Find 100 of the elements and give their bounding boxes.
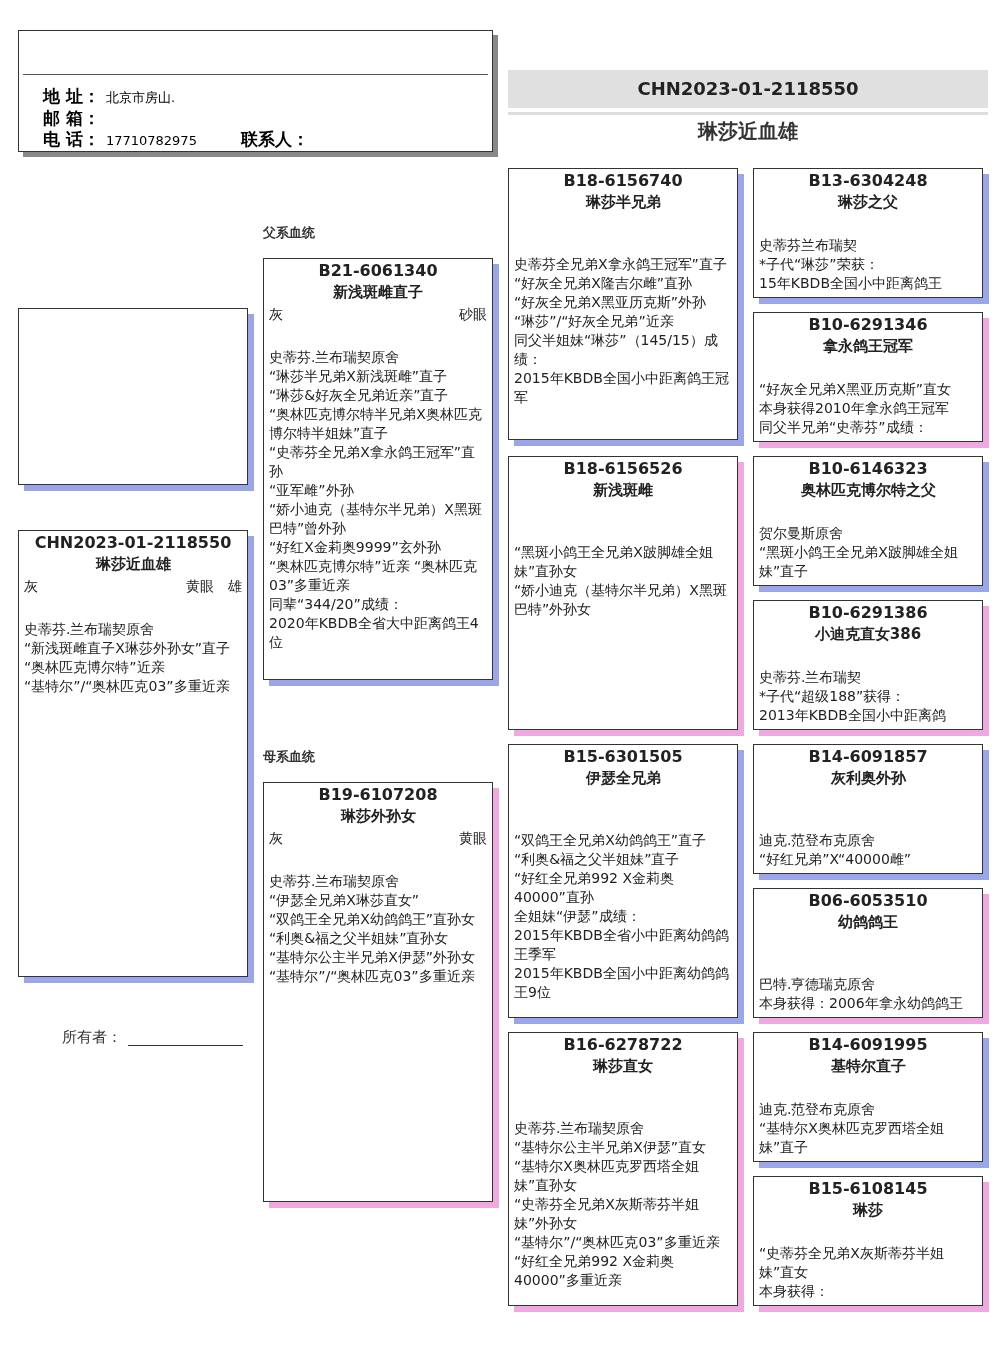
ring-number: CHN2023-01-2118550 <box>33 533 233 553</box>
section-label: 父系血统 <box>263 224 315 242</box>
pedigree-note: “奥林匹克博尔特”近亲 <box>24 658 166 677</box>
bird-name: 幼鸽鸽王 <box>837 912 899 933</box>
pedigree-note: 本身获得2010年拿永鸽王冠军 <box>759 399 950 418</box>
pedigree-note: “好灰全兄弟X黑亚历克斯”直女 <box>759 380 953 399</box>
pedigree-note: 2015年KBDB全国小中距离幼鸽鸽王9位 <box>514 964 730 1002</box>
ring-number: B10-6146323 <box>807 459 929 479</box>
ring-number: B14-6091995 <box>807 1035 929 1055</box>
pedigree-note: “奥林匹克博尔特”近亲 “奥林匹克03”多重近亲 <box>269 557 479 595</box>
pedigree-note: 本身获得：2006年拿永幼鸽鸽王 <box>759 994 964 1013</box>
pedigree-note: 史蒂芬.兰布瑞契原舍 <box>24 620 156 639</box>
pedigree-note: 同父半姐妹“琳莎”（145/15）成绩： <box>514 331 719 369</box>
pedigree-note: 贺尔曼斯原舍 <box>759 524 844 543</box>
pedigree-note: “奥林匹克博尔特半兄弟X奥林匹克博尔特半姐妹”直子 <box>269 405 483 443</box>
ring-number: B13-6304248 <box>807 171 929 191</box>
pedigree-note: 2013年KBDB全国小中距离鸽 <box>759 706 947 725</box>
pedigree-note: “史蒂芬全兄弟X灰斯蒂芬半姐妹”外孙女 <box>514 1195 700 1233</box>
bird-name: 琳莎 <box>851 1200 884 1221</box>
pedigree-note: “琳莎”/“好灰全兄弟”近亲 <box>514 312 675 331</box>
owner-label: 所有者： <box>62 1028 122 1047</box>
pedigree-note: “好红全兄弟992 X金莉奥40000”直孙 <box>514 869 675 907</box>
pedigree-note: “亚军雌”外孙 <box>269 481 355 500</box>
feather-color: 灰 <box>269 305 283 324</box>
pedigree-note: “利奥&福之父半姐妹”直子 <box>514 850 681 869</box>
pedigree-note: “双鸽王全兄弟X幼鸽鸽王”直子 <box>514 831 708 850</box>
ring-number: B16-6278722 <box>562 1035 684 1055</box>
feather-color: 灰 <box>269 829 283 848</box>
pedigree-note: 15年KBDB全国小中距离鸽王 <box>759 274 943 293</box>
pedigree-note: “基特尔X奥林匹克罗西塔全姐妹”直子 <box>759 1119 945 1157</box>
pedigree-note: “娇小迪克（基特尔半兄弟）X黑斑巴特”外孙女 <box>514 581 728 619</box>
bird-name: 新浅斑雌 <box>592 480 654 501</box>
pedigree-note: 迪克.范登布克原舍 <box>759 1100 877 1119</box>
pedigree-note: “好灰全兄弟X隆吉尔雌”直孙 <box>514 274 694 293</box>
field-value: 17710782975 <box>105 133 197 148</box>
pedigree-note: 史蒂芬兰布瑞契 <box>759 236 858 255</box>
bird-name: 伊瑟全兄弟 <box>584 768 662 789</box>
bird-name: 基特尔直子 <box>829 1056 907 1077</box>
field-label: 邮 箱： <box>43 107 100 130</box>
pedigree-note: *子代“琳莎”荣获： <box>759 255 880 274</box>
trait-text: 黄眼 <box>459 829 487 848</box>
pedigree-note: “基特尔公主半兄弟X伊瑟”直女 <box>514 1138 708 1157</box>
trait-text: 黄眼 <box>186 577 214 596</box>
subtitle: 琳莎近血雄 <box>696 118 799 145</box>
ring-number: B19-6107208 <box>317 785 439 805</box>
pedigree-note: “黑斑小鸽王全兄弟X跛脚雄全姐妹”直子 <box>759 543 959 581</box>
bird-name: 小迪克直女386 <box>813 624 923 645</box>
pedigree-note: “基特尔公主半兄弟X伊瑟”外孙女 <box>269 948 477 967</box>
pedigree-note: “基特尔”/“奥林匹克03”多重近亲 <box>269 967 476 986</box>
pedigree-note: 巴特.亨德瑞克原舍 <box>759 975 877 994</box>
bird-name: 新浅斑雌直子 <box>332 282 424 303</box>
pedigree-note: “黑斑小鸽王全兄弟X跛脚雄全姐妹”直孙女 <box>514 543 714 581</box>
bird-name: 奥林匹克博尔特之父 <box>799 480 937 501</box>
pedigree-note: 同父半兄弟“史蒂芬”成绩： <box>759 418 929 437</box>
bird-name: 灰利奥外孙 <box>829 768 907 789</box>
pedigree-note: “琳莎半兄弟X新浅斑雌”直子 <box>269 367 449 386</box>
ring-number: B10-6291386 <box>807 603 929 623</box>
pedigree-note: “基特尔”/“奥林匹克03”多重近亲 <box>514 1233 721 1252</box>
pedigree-note: “娇小迪克（基特尔半兄弟）X黑斑巴特”曾外孙 <box>269 500 483 538</box>
pedigree-note: “好红X金莉奥9999”玄外孙 <box>269 538 442 557</box>
ring-number: B15-6301505 <box>562 747 684 767</box>
feather-color: 灰 <box>24 577 38 596</box>
field-label: 电 话： <box>43 128 100 151</box>
pedigree-note: “史蒂芬全兄弟X拿永鸽王冠军”直孙 <box>269 443 477 481</box>
trait-text: 砂眼 <box>459 305 487 324</box>
pedigree-note: “新浅斑雌直子X琳莎外孙女”直子 <box>24 639 232 658</box>
ring-number: B18-6156526 <box>562 459 684 479</box>
pedigree-note: 史蒂芬.兰布瑞契 <box>759 668 863 687</box>
pedigree-note: 迪克.范登布克原舍 <box>759 831 877 850</box>
field-label: 地 址： <box>43 85 100 108</box>
pedigree-note: 史蒂芬.兰布瑞契原舍 <box>269 872 401 891</box>
pedigree-note: 2020年KBDB全省大中距离鸽王4位 <box>269 614 480 652</box>
pedigree-note: 本身获得： <box>759 1282 830 1301</box>
bird-name: 琳莎外孙女 <box>339 806 417 827</box>
ring-number: B10-6291346 <box>807 315 929 335</box>
pedigree-note: 史蒂芬.兰布瑞契原舍 <box>514 1119 646 1138</box>
pedigree-note: 同辈“344/20”成绩： <box>269 595 404 614</box>
pedigree-note: “琳莎&好灰全兄弟近亲”直子 <box>269 386 450 405</box>
field-label: 联系人： <box>240 128 309 151</box>
pedigree-note: 史蒂芬全兄弟X拿永鸽王冠军”直子 <box>514 255 728 274</box>
bird-name: 琳莎直女 <box>591 1056 654 1077</box>
trait-text: 雄 <box>228 577 242 596</box>
pedigree-note: “好红兄弟”X“40000雌” <box>759 850 913 869</box>
pedigree-note: “双鸽王全兄弟X幼鸽鸽王”直孙女 <box>269 910 477 929</box>
pedigree-note: 2015年KBDB全国小中距离鸽王冠军 <box>514 369 730 407</box>
ring-number: B18-6156740 <box>562 171 684 191</box>
pedigree-note: “基特尔X奥林匹克罗西塔全姐妹”直孙女 <box>514 1157 700 1195</box>
section-label: 母系血统 <box>263 748 315 766</box>
ring-number: B15-6108145 <box>807 1179 929 1199</box>
pedigree-note: 全姐妹“伊瑟”成绩： <box>514 907 642 926</box>
pedigree-note: *子代“超级188”获得： <box>759 687 907 706</box>
pedigree-note: “史蒂芬全兄弟X灰斯蒂芬半姐妹”直女 <box>759 1244 945 1282</box>
ring-number: B21-6061340 <box>317 261 439 281</box>
pedigree-note: “好红全兄弟992 X金莉奥40000”多重近亲 <box>514 1252 675 1290</box>
pedigree-note: “伊瑟全兄弟X琳莎直女” <box>269 891 421 910</box>
pedigree-note: “基特尔”/“奥林匹克03”多重近亲 <box>24 677 231 696</box>
bird-name: 琳莎半兄弟 <box>584 192 662 213</box>
pedigree-note: 史蒂芬.兰布瑞契原舍 <box>269 348 401 367</box>
ring-number: B06-6053510 <box>807 891 929 911</box>
bird-name: 琳莎近血雄 <box>94 554 172 575</box>
